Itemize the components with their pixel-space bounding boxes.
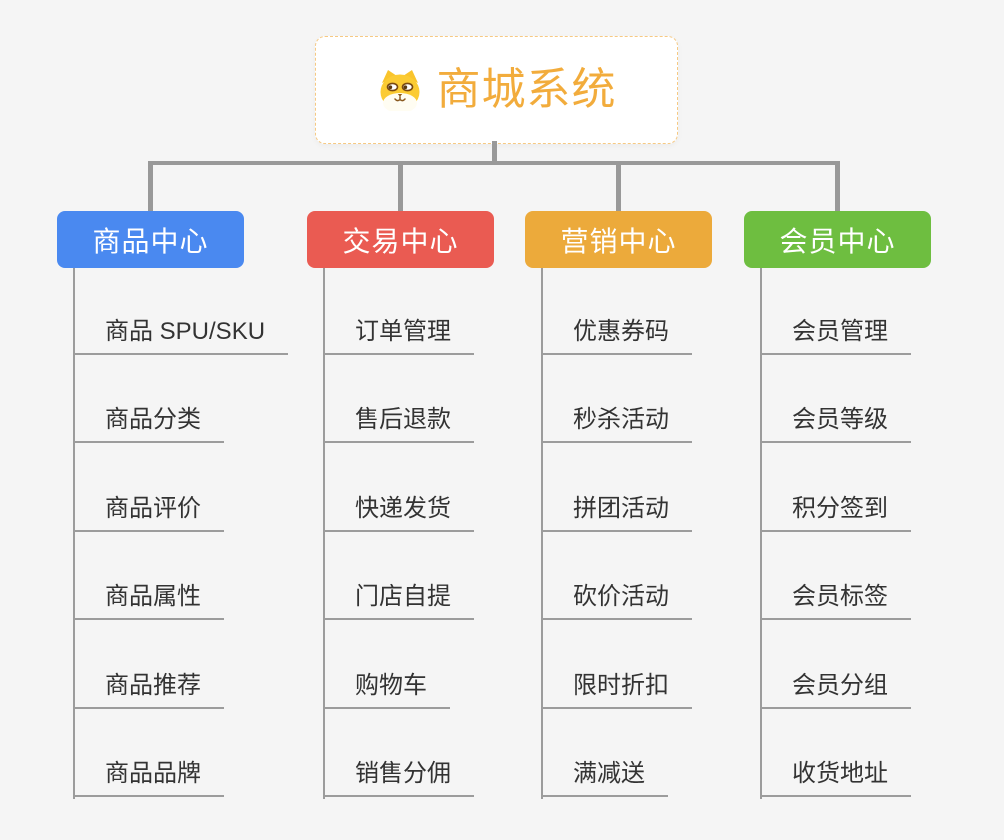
leaf-item[interactable]: 快递发货 [323, 486, 474, 532]
branch-trunk-line [73, 268, 75, 799]
branch-1: 交易中心订单管理售后退款快递发货门店自提购物车销售分佣 [307, 211, 494, 799]
branch-children-column: 优惠券码秒杀活动拼团活动砍价活动限时折扣满减送 [541, 268, 841, 802]
leaf-item[interactable]: 会员等级 [760, 397, 911, 443]
shiba-dog-icon [380, 70, 419, 111]
leaf-item[interactable]: 会员分组 [760, 663, 911, 709]
leaf-item[interactable]: 砍价活动 [541, 574, 692, 620]
branch-node[interactable]: 交易中心 [307, 211, 494, 268]
branch-children-column: 会员管理会员等级积分签到会员标签会员分组收货地址 [760, 268, 1004, 802]
branches-horizontal-line [148, 161, 840, 165]
leaf-item[interactable]: 门店自提 [323, 574, 474, 620]
leaf-item[interactable]: 订单管理 [323, 309, 474, 355]
leaf-item[interactable]: 商品品牌 [73, 751, 224, 797]
branch-children-column: 订单管理售后退款快递发货门店自提购物车销售分佣 [323, 268, 623, 802]
branch-drop-line [835, 161, 840, 211]
leaf-item[interactable]: 购物车 [323, 663, 450, 709]
leaf-item[interactable]: 会员标签 [760, 574, 911, 620]
branch-node[interactable]: 营销中心 [525, 211, 712, 268]
leaf-item[interactable]: 商品评价 [73, 486, 224, 532]
branch-node[interactable]: 商品中心 [57, 211, 244, 268]
branch-node[interactable]: 会员中心 [744, 211, 931, 268]
branch-2: 营销中心优惠券码秒杀活动拼团活动砍价活动限时折扣满减送 [525, 211, 712, 799]
branch-drop-line [616, 161, 621, 211]
branch-trunk-line [541, 268, 543, 799]
branch-children-column: 商品 SPU/SKU 商品分类商品评价商品属性商品推荐商品品牌 [73, 268, 373, 802]
leaf-item[interactable]: 积分签到 [760, 486, 911, 532]
leaf-item[interactable]: 满减送 [541, 751, 668, 797]
leaf-item[interactable]: 商品 SPU/SKU [73, 309, 289, 355]
leaf-item[interactable]: 商品属性 [73, 574, 224, 620]
leaf-item[interactable]: 会员管理 [760, 309, 911, 355]
leaf-item[interactable]: 秒杀活动 [541, 397, 692, 443]
root-title: 商城系统 [436, 65, 617, 114]
leaf-item[interactable]: 售后退款 [323, 397, 474, 443]
branch-trunk-line [323, 268, 325, 799]
branch-0: 商品中心商品 SPU/SKU 商品分类商品评价商品属性商品推荐商品品牌 [57, 211, 289, 799]
branch-trunk-line [760, 268, 762, 799]
leaf-item[interactable]: 商品推荐 [73, 663, 224, 709]
branch-drop-line [148, 161, 153, 211]
leaf-item[interactable]: 销售分佣 [323, 751, 474, 797]
branch-3: 会员中心会员管理会员等级积分签到会员标签会员分组收货地址 [744, 211, 931, 799]
leaf-item[interactable]: 商品分类 [73, 397, 224, 443]
leaf-item[interactable]: 优惠券码 [541, 309, 692, 355]
leaf-item[interactable]: 限时折扣 [541, 663, 692, 709]
leaf-item[interactable]: 拼团活动 [541, 486, 692, 532]
root-stem-line [492, 141, 497, 163]
root-node[interactable]: 商城系统 [315, 36, 678, 144]
branch-drop-line [398, 161, 403, 211]
leaf-item[interactable]: 收货地址 [760, 751, 911, 797]
